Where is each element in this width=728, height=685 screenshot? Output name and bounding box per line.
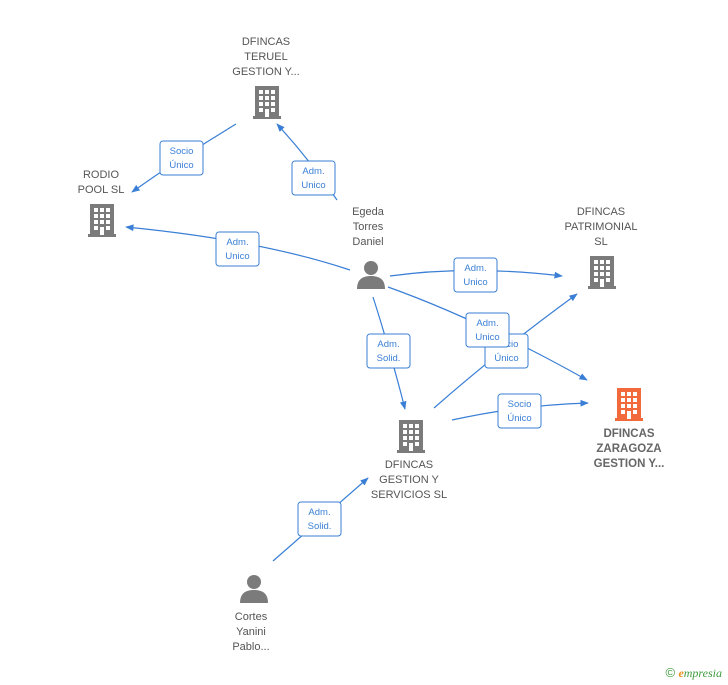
svg-text:Unico: Unico [225, 251, 249, 262]
svg-text:Adm.: Adm. [302, 166, 324, 177]
edge-label-servicios-zaragoza[interactable]: Socio Único [497, 393, 542, 429]
node-zaragoza[interactable]: DFINCAS ZARAGOZA GESTION Y... [594, 388, 665, 470]
node-label-line: GESTION Y [379, 474, 439, 486]
building-icon [397, 420, 425, 453]
edge-label-egeda-rodio[interactable]: Adm. Unico [215, 231, 260, 267]
person-icon [357, 261, 385, 289]
node-egeda[interactable]: Egeda Torres Daniel [352, 206, 385, 289]
node-label-line: PATRIMONIAL [565, 221, 638, 233]
node-label-line: Pablo... [232, 641, 269, 653]
building-icon [588, 256, 616, 289]
svg-text:Único: Único [494, 353, 518, 364]
edge-label-teruel-rodio[interactable]: Socio Único [159, 140, 204, 176]
svg-text:Adm.: Adm. [464, 263, 486, 274]
svg-text:Adm.: Adm. [377, 339, 399, 350]
edge-label-egeda-servicios[interactable]: Adm. Solid. [366, 333, 411, 369]
node-servicios[interactable]: DFINCAS GESTION Y SERVICIOS SL [371, 420, 447, 501]
node-label-line: SL [594, 236, 607, 248]
edge-label-egeda-zaragoza[interactable]: Adm. Unico [465, 312, 510, 348]
node-label-line: Torres [353, 221, 384, 233]
svg-text:Solid.: Solid. [308, 521, 332, 532]
svg-text:Único: Único [169, 160, 193, 171]
node-cortes[interactable]: Cortes Yanini Pablo... [232, 575, 270, 653]
svg-text:Adm.: Adm. [476, 318, 498, 329]
node-label-line: Daniel [352, 236, 383, 248]
node-label-line: DFINCAS [577, 206, 625, 218]
node-label-line: DFINCAS [242, 36, 290, 48]
node-label-line: DFINCAS [603, 428, 654, 440]
brand-initial: e [678, 666, 684, 680]
svg-text:Adm.: Adm. [308, 507, 330, 518]
building-icon [615, 388, 643, 421]
node-label-line: Egeda [352, 206, 385, 218]
node-rodio[interactable]: RODIO POOL SL [78, 169, 125, 237]
person-icon [240, 575, 268, 603]
svg-text:Unico: Unico [301, 180, 325, 191]
node-label-line: DFINCAS [385, 459, 433, 471]
brand-name: mpresia [683, 666, 722, 680]
node-label-line: TERUEL [244, 51, 287, 63]
node-label-line: Cortes [235, 611, 268, 623]
edge-label-cortes-servicios[interactable]: Adm. Solid. [297, 501, 342, 537]
svg-text:Solid.: Solid. [377, 353, 401, 364]
node-label-line: SERVICIOS SL [371, 489, 447, 501]
svg-text:Adm.: Adm. [226, 237, 248, 248]
node-label-line: GESTION Y... [232, 66, 299, 78]
svg-text:Socio: Socio [170, 146, 194, 157]
node-teruel[interactable]: DFINCAS TERUEL GESTION Y... [232, 36, 300, 119]
node-label-line: GESTION Y... [594, 458, 665, 470]
svg-text:Socio: Socio [508, 399, 532, 410]
node-patrimonial[interactable]: DFINCAS PATRIMONIAL SL [565, 206, 638, 289]
brand-watermark: © empresia [666, 665, 723, 681]
svg-text:Unico: Unico [463, 277, 487, 288]
edge-label-egeda-patrimonial[interactable]: Adm. Unico [453, 257, 498, 293]
node-label-line: Yanini [236, 626, 266, 638]
edge-label-egeda-teruel[interactable]: Adm. Unico [291, 160, 336, 196]
edge-labels: Socio Único Adm. Unico Adm. Unico Adm. U… [159, 140, 542, 537]
building-icon [253, 86, 281, 119]
copyright-icon: © [665, 665, 676, 680]
node-label-line: ZARAGOZA [596, 443, 661, 455]
building-icon [88, 204, 116, 237]
svg-text:Único: Único [507, 413, 531, 424]
node-label-line: RODIO [83, 169, 120, 181]
svg-text:Unico: Unico [475, 332, 499, 343]
node-label-line: POOL SL [78, 184, 125, 196]
